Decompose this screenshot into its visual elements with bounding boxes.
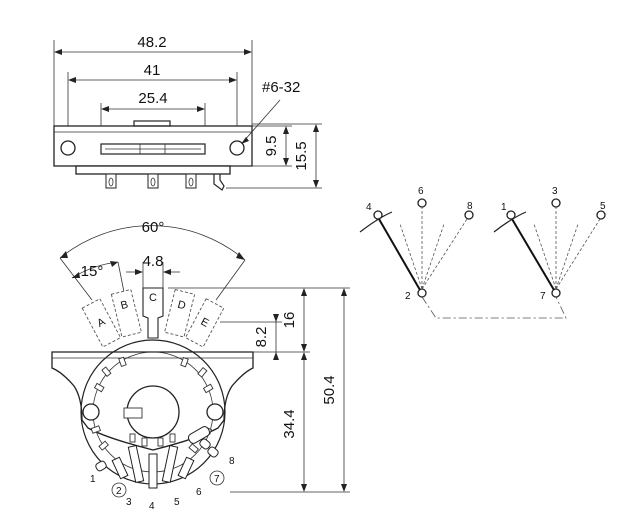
dim-offset: 8.2 bbox=[253, 327, 270, 348]
schematic-left-group: 4 6 8 2 bbox=[359, 186, 474, 302]
schematic-contact-5 bbox=[596, 210, 606, 220]
schematic-label-3: 3 bbox=[552, 186, 558, 197]
terminal-lugs bbox=[105, 173, 225, 191]
terminal-4: 4 bbox=[149, 501, 155, 512]
dim-tab-width: 4.8 bbox=[143, 253, 164, 270]
terminal-5: 5 bbox=[174, 497, 180, 508]
position-b: B bbox=[119, 299, 129, 312]
lever-tip bbox=[133, 120, 171, 127]
schematic-label-2: 2 bbox=[405, 291, 411, 302]
terminal-3: 3 bbox=[126, 497, 132, 508]
terminal-1: 1 bbox=[90, 474, 96, 485]
dim-total-height: 50.4 bbox=[321, 375, 338, 404]
dim-overall-width: 48.2 bbox=[137, 34, 166, 51]
front-terminal-lugs bbox=[95, 426, 219, 489]
schematic-contact-8 bbox=[464, 210, 474, 220]
dim-tab-height: 16 bbox=[281, 312, 298, 329]
schematic-link bbox=[421, 296, 567, 319]
mount-hole-right bbox=[229, 140, 245, 156]
position-d: D bbox=[176, 299, 187, 313]
position-tabs: A B C D E bbox=[81, 287, 225, 348]
mount-hole-front-right bbox=[206, 403, 224, 421]
terminal-6: 6 bbox=[196, 487, 202, 498]
terminal-8: 8 bbox=[229, 456, 235, 467]
dim-height-outer: 15.5 bbox=[293, 141, 310, 170]
schematic-label-1: 1 bbox=[501, 202, 507, 213]
terminal-2: 2 bbox=[116, 486, 122, 497]
dim-height-inner: 9.5 bbox=[263, 136, 280, 157]
rotor-contacts bbox=[90, 356, 214, 454]
dim-slot-length: 25.4 bbox=[138, 90, 167, 107]
switch-plate bbox=[53, 125, 253, 167]
mount-hole-front-left bbox=[82, 403, 100, 421]
schematic-label-7: 7 bbox=[540, 291, 546, 302]
switch-base bbox=[75, 165, 231, 175]
schematic-contact-1 bbox=[506, 210, 516, 220]
dim-lower-height: 34.4 bbox=[281, 409, 298, 438]
dim-mount-spacing: 41 bbox=[144, 62, 161, 79]
front-view: 60° 15° 4.8 A B C bbox=[51, 219, 350, 512]
terminal-7: 7 bbox=[214, 474, 220, 485]
schematic-label-6: 6 bbox=[418, 186, 424, 197]
lever-slot bbox=[100, 143, 206, 155]
position-c: C bbox=[149, 292, 157, 304]
angle-step: 15° bbox=[81, 263, 104, 280]
top-view: 48.2 41 25.4 bbox=[53, 34, 322, 191]
angle-total: 60° bbox=[142, 219, 165, 236]
schematic-label-5: 5 bbox=[600, 201, 606, 212]
mount-hole-left bbox=[60, 140, 76, 156]
schematic-contact-6 bbox=[417, 198, 427, 208]
schematic-label-8: 8 bbox=[467, 201, 473, 212]
schematic-right-group: 1 3 5 7 bbox=[493, 186, 606, 302]
schematic-label-4: 4 bbox=[366, 202, 372, 213]
schematic-contact-3 bbox=[551, 198, 561, 208]
screw-callout: #6-32 bbox=[262, 79, 300, 96]
wiring-schematic: 4 6 8 2 1 3 5 7 bbox=[359, 186, 606, 319]
